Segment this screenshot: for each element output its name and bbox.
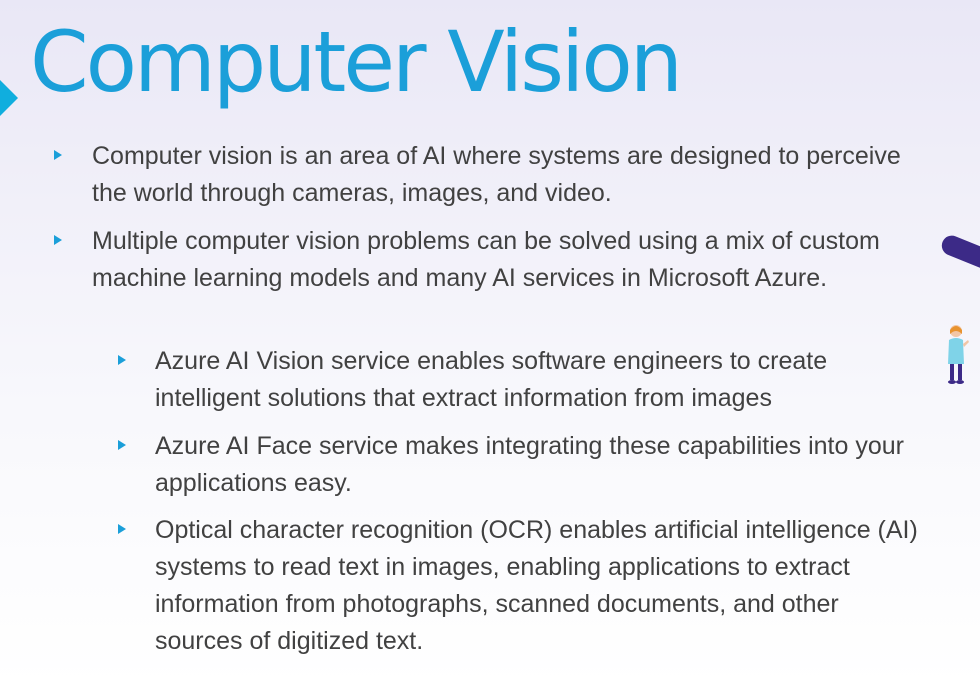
bullet-text: Multiple computer vision problems can be… bbox=[92, 227, 880, 292]
sub-bullet-item: Optical character recognition (OCR) enab… bbox=[118, 512, 925, 660]
sub-bullet-text: Azure AI Face service makes integrating … bbox=[155, 432, 904, 497]
bullet-item: Multiple computer vision problems can be… bbox=[54, 223, 912, 297]
decorative-bar bbox=[938, 232, 980, 278]
bullet-text: Computer vision is an area of AI where s… bbox=[92, 142, 901, 207]
triangle-bullet-icon bbox=[118, 355, 126, 365]
person-illustration-icon bbox=[948, 325, 969, 384]
triangle-bullet-icon bbox=[54, 235, 62, 245]
sub-bullet-text: Optical character recognition (OCR) enab… bbox=[155, 516, 918, 655]
triangle-bullet-icon bbox=[54, 150, 62, 160]
slide-title: Computer Vision bbox=[30, 13, 683, 111]
title-triangle-icon bbox=[0, 76, 18, 120]
sub-bullet-text: Azure AI Vision service enables software… bbox=[155, 347, 828, 412]
sub-bullet-item: Azure AI Face service makes integrating … bbox=[118, 428, 925, 502]
triangle-bullet-icon bbox=[118, 524, 126, 534]
sub-bullet-item: Azure AI Vision service enables software… bbox=[118, 343, 925, 417]
triangle-bullet-icon bbox=[118, 440, 126, 450]
bullet-item: Computer vision is an area of AI where s… bbox=[54, 138, 912, 212]
